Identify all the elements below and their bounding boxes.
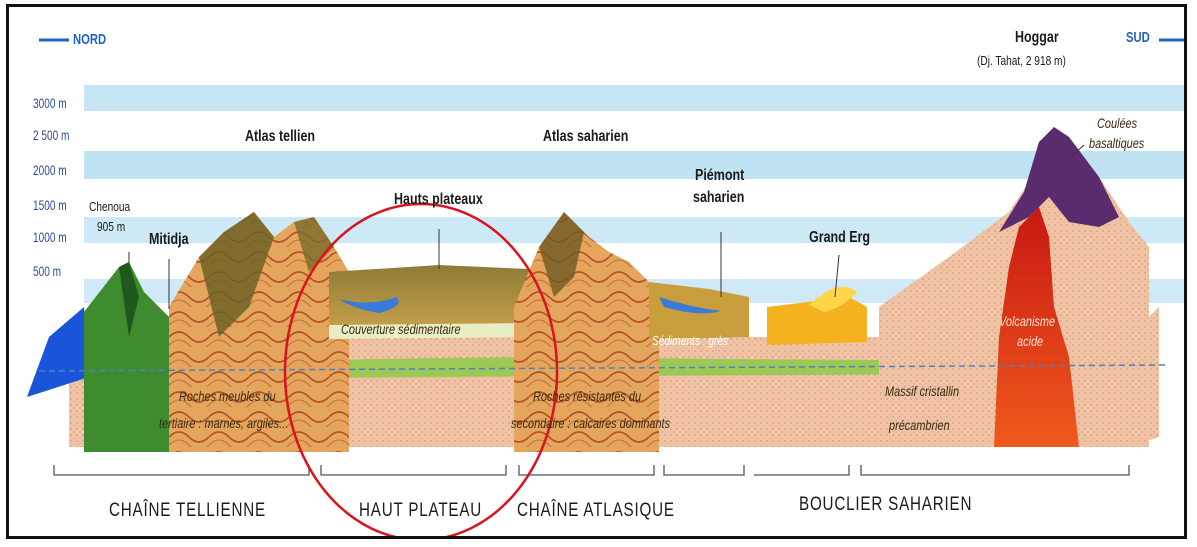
massif-line1: Massif cristallin <box>885 383 959 399</box>
coulees-label-line2: basaltiques <box>1089 135 1144 151</box>
hoggar-label: Hoggar <box>1015 29 1059 47</box>
elevation-1000: 1000 m <box>33 229 67 245</box>
roches-meubles-line1: Roches meubles du <box>179 388 276 404</box>
chenoua-label: Chenoua <box>89 199 130 214</box>
massif-line2: précambrien <box>889 417 950 433</box>
hauts-plateaux-label: Hauts plateaux <box>394 191 483 209</box>
volcanisme-label-line1: Volcanisme <box>999 313 1055 329</box>
region-bouclier-saharien: BOUCLIER SAHARIEN <box>799 494 972 516</box>
diagram-frame: NORD SUD 3000 m 2 500 m 2000 m 1500 m 10… <box>6 4 1187 539</box>
elevation-2000: 2000 m <box>33 162 67 178</box>
grand-erg-label: Grand Erg <box>809 229 870 247</box>
elevation-3000: 3000 m <box>33 95 67 111</box>
region-chaine-tellienne: CHAÎNE TELLIENNE <box>109 500 266 522</box>
atlas-tellien-label: Atlas tellien <box>245 128 315 146</box>
hoggar-altitude: (Dj. Tahat, 2 918 m) <box>977 53 1066 68</box>
mitidja-label: Mitidja <box>149 231 189 249</box>
atlas-saharien-label: Atlas saharien <box>543 128 628 146</box>
south-label: SUD <box>1126 29 1150 46</box>
coulees-label-line1: Coulées <box>1097 115 1137 131</box>
volcanisme-label-line2: acide <box>1017 333 1043 349</box>
region-haut-plateau: HAUT PLATEAU <box>359 500 482 522</box>
roches-resistantes-line2: secondaire : calcaires dominants <box>511 415 670 431</box>
sediments-label: Sédiments : grès <box>652 333 728 348</box>
north-label: NORD <box>73 31 106 48</box>
region-brackets <box>54 465 1129 475</box>
roches-resistantes-line1: Roches résistantes du <box>533 388 641 404</box>
chenoua-altitude: 905 m <box>97 219 125 234</box>
elevation-2500: 2 500 m <box>33 127 69 143</box>
cross-section-illustration <box>9 7 1187 539</box>
couverture-label: Couverture sédimentaire <box>341 321 461 337</box>
roches-meubles-line2: tertiaire : marnes, argiles... <box>159 415 288 431</box>
region-chaine-atlasique: CHAÎNE ATLASIQUE <box>517 500 675 522</box>
elevation-1500: 1500 m <box>33 197 67 213</box>
elevation-500: 500 m <box>33 263 61 279</box>
piemont-label-line1: Piémont <box>695 167 744 185</box>
piemont-label-line2: saharien <box>693 189 744 207</box>
